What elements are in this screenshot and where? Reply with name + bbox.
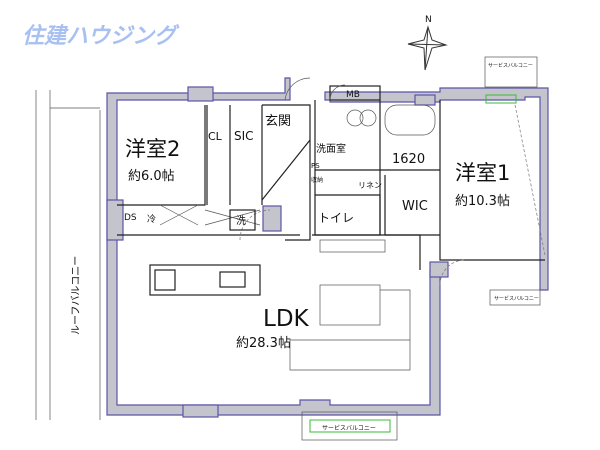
mb-label: MB [346,90,360,100]
wic-label: WIC [402,199,428,214]
service-balcony-top: サービスバルコニー [484,56,538,104]
linen-label: リネン [358,181,382,190]
sic-label: SIC [234,129,254,143]
ds-label: DS [124,213,137,223]
roof-balcony: ルーフバルコニー [35,90,101,420]
service-balcony-bottom: サービスバルコニー [301,411,398,441]
ldk-size: 約28.3帖 [236,336,291,351]
svg-text:N: N [425,15,432,25]
compass-icon: N [407,15,448,71]
fridge-label: 冷 [147,213,156,225]
walls [106,77,549,418]
washer-label: 洗 [236,215,246,227]
western-room-1-size: 約10.3帖 [455,194,510,209]
svg-text:サービスバルコニー: サービスバルコニー [322,424,376,432]
ldk-name: LDK [263,306,310,332]
svg-text:サービスバルコニー: サービスバルコニー [494,295,539,302]
storage-label: 収納 [311,176,323,184]
western-room-1-name: 洋室1 [455,161,510,185]
partitions [117,77,546,371]
company-logo: 住建ハウジング [22,23,180,49]
western-room-2-name: 洋室2 [125,137,180,161]
service-balcony-right: サービスバルコニー [489,289,541,306]
ps-label: PS [311,162,320,170]
toilet-label: トイレ [318,211,354,225]
svg-text:サービスバルコニー: サービスバルコニー [488,62,533,69]
closet-label: CL [208,130,223,143]
bath-label: 1620 [392,152,425,167]
entrance-label: 玄関 [265,114,291,129]
roof-balcony-label: ルーフバルコニー [70,256,82,335]
washroom-label: 洗面室 [316,142,346,155]
western-room-2-size: 約6.0帖 [128,169,175,184]
